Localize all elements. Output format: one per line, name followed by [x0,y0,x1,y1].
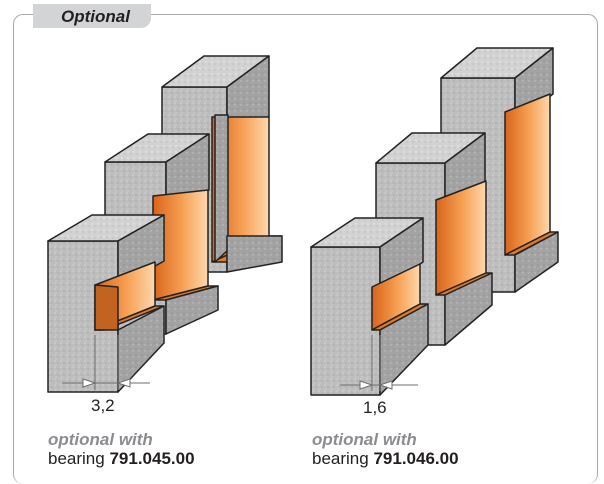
right-optional-label: optional with [312,430,417,449]
right-bearing-code: 791.046.00 [373,449,459,468]
right-dimension-marker [340,335,418,391]
left-dimension-marker [62,335,150,390]
left-bearing-code: 791.045.00 [109,449,195,468]
left-block-front [47,214,165,393]
panel-frame [13,14,598,484]
right-dimension-value: 1,6 [363,398,387,417]
optional-tag-label: Optional [61,7,130,26]
left-bearing-note: optional with bearing 791.045.00 [48,430,195,468]
right-bearing-note: optional with bearing 791.046.00 [312,430,459,468]
right-bearing-word: bearing [312,449,369,468]
left-dimension-value: 3,2 [91,396,115,415]
left-optional-label: optional with [48,430,153,449]
left-bearing-word: bearing [48,449,105,468]
right-block-front [310,217,429,396]
optional-tag: Optional [33,4,151,28]
